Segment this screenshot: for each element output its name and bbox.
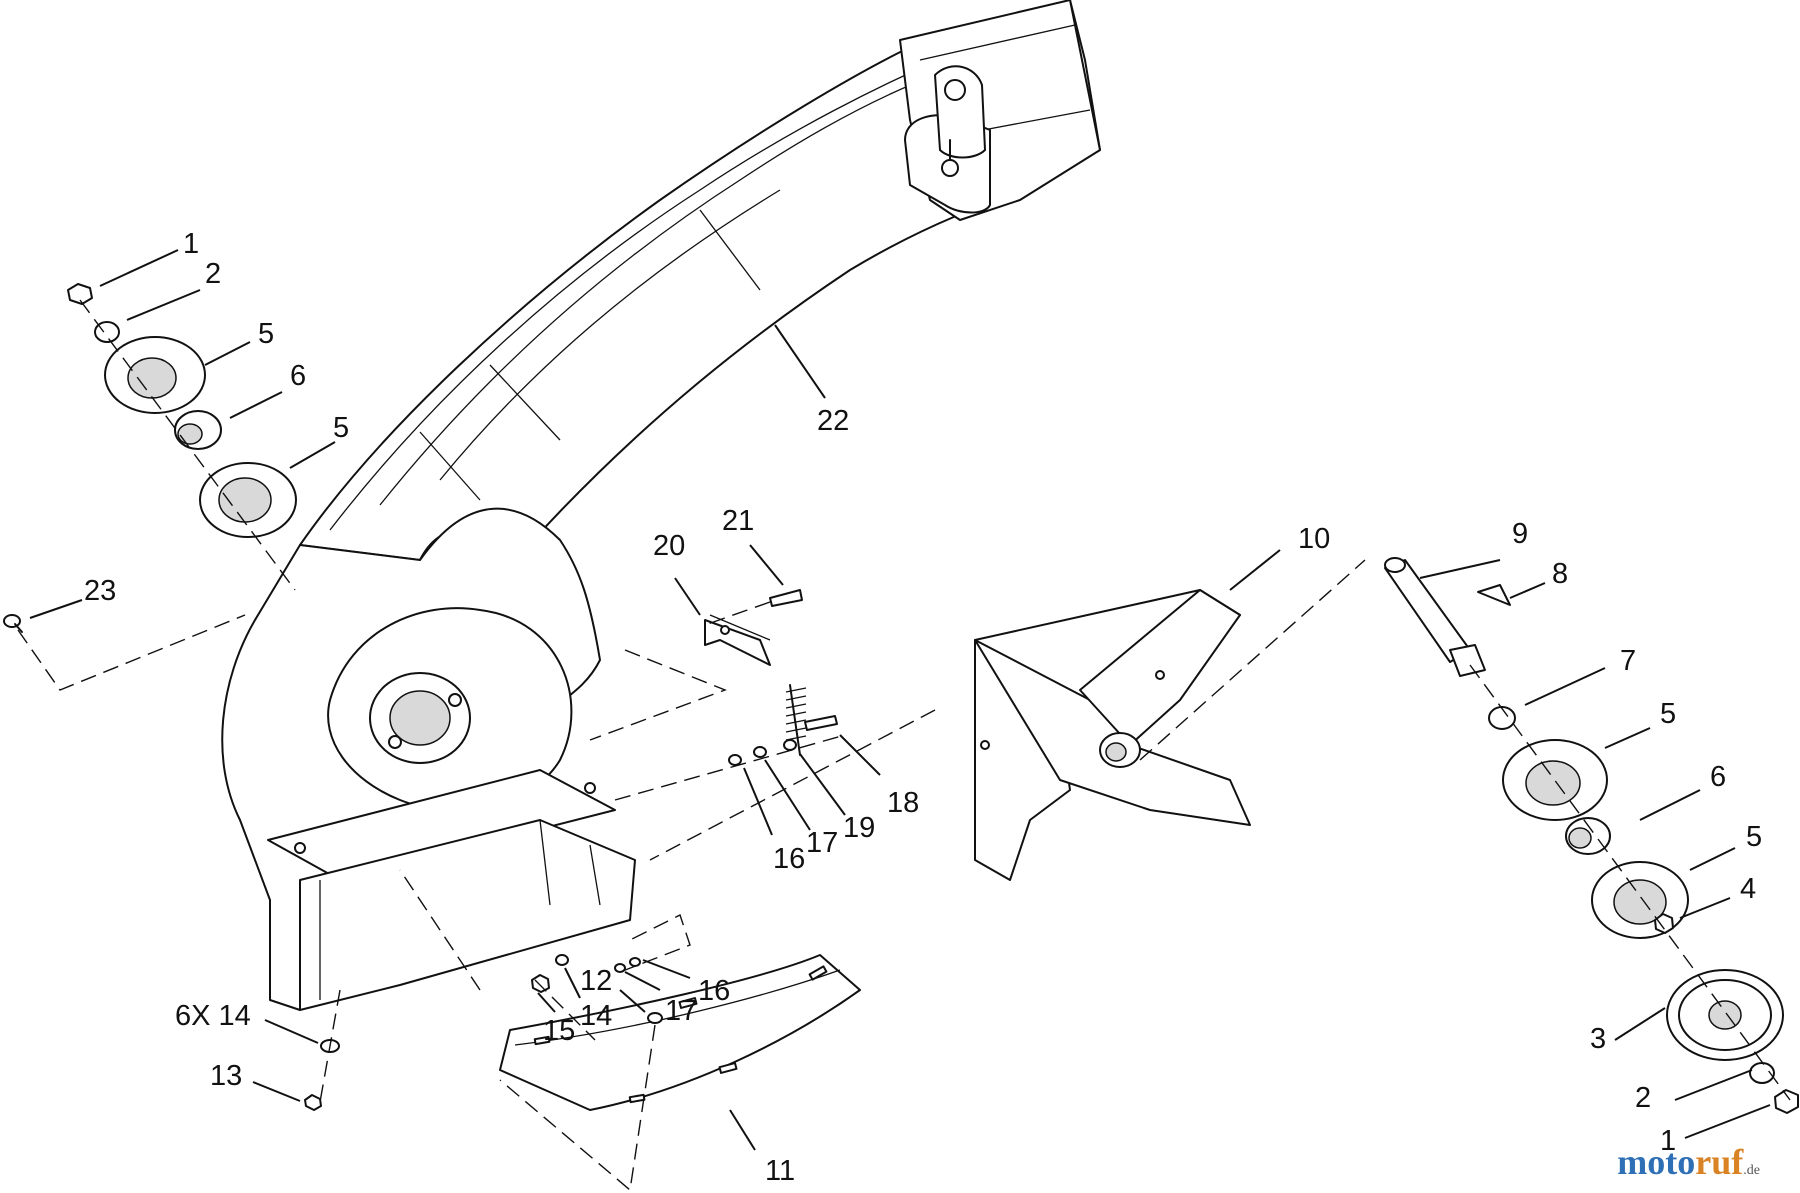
leader-12	[619, 989, 646, 1013]
callout-5a-left: 5	[258, 318, 274, 350]
leader-6-left	[229, 391, 283, 419]
callout-10: 10	[1298, 523, 1330, 555]
callout-17-lower: 17	[665, 995, 697, 1027]
callout-22: 22	[817, 405, 849, 437]
leader-18	[839, 734, 881, 776]
callout-14-lower: 14	[580, 1000, 612, 1032]
callout-5b-right: 5	[1746, 821, 1762, 853]
callout-9: 9	[1512, 518, 1528, 550]
callout-18: 18	[887, 787, 919, 819]
callout-4: 4	[1740, 873, 1756, 905]
leader-15	[537, 992, 556, 1013]
leader-17-center	[764, 759, 811, 831]
leader-9	[1419, 559, 1501, 579]
leader-11	[729, 1109, 756, 1151]
callout-6-left: 6	[290, 360, 306, 392]
leader-10	[1229, 549, 1281, 591]
leader-5a-right	[1604, 727, 1651, 749]
leader-5b-right	[1689, 847, 1736, 871]
leader-5b-left	[289, 441, 336, 469]
leader-2-right	[1674, 1069, 1753, 1101]
leader-7	[1524, 667, 1606, 706]
callout-12: 12	[580, 965, 612, 997]
callout-5a-right: 5	[1660, 698, 1676, 730]
leader-4	[1679, 897, 1731, 919]
callout-8: 8	[1552, 558, 1568, 590]
callout-16-center: 16	[773, 843, 805, 875]
right-bearing-stack	[1384, 557, 1799, 1114]
leader-22	[774, 324, 826, 399]
bracket-20	[589, 589, 803, 741]
leader-21	[749, 544, 784, 586]
callout-1-right: 1	[1660, 1125, 1676, 1157]
leader-1-right	[1684, 1104, 1771, 1139]
leader-23	[29, 599, 83, 619]
callout-17-center: 17	[806, 827, 838, 859]
callout-21: 21	[722, 505, 754, 537]
watermark-brand-b: ruf	[1695, 1142, 1744, 1182]
leader-lines	[29, 249, 1771, 1151]
callout-2-right: 2	[1635, 1082, 1651, 1114]
callout-labels: 1 2 5 6 5 23 22 20 21 16 17 19 18 10 9 8…	[84, 228, 1762, 1187]
callout-19: 19	[843, 812, 875, 844]
callout-13: 13	[210, 1060, 242, 1092]
callout-6x14: 6X 14	[175, 1000, 251, 1032]
leader-17-lower	[624, 971, 661, 991]
leader-6x14	[264, 1019, 319, 1044]
callout-16-lower: 16	[698, 975, 730, 1007]
leader-2-left	[126, 289, 201, 321]
callout-23: 23	[84, 575, 116, 607]
callout-5b-left: 5	[333, 412, 349, 444]
callout-6-right: 6	[1710, 761, 1726, 793]
leader-3	[1614, 1007, 1666, 1041]
leader-13	[252, 1081, 301, 1102]
watermark-logo: motoruf.de	[1617, 1141, 1760, 1183]
callout-20: 20	[653, 530, 685, 562]
watermark-suffix: .de	[1743, 1163, 1760, 1178]
callout-2-left: 2	[205, 258, 221, 290]
leader-5a-left	[204, 341, 251, 366]
leader-16-lower	[642, 959, 691, 979]
callout-3: 3	[1590, 1023, 1606, 1055]
watermark-brand-a: moto	[1617, 1142, 1696, 1182]
leader-1-left	[99, 249, 179, 287]
callout-15: 15	[543, 1015, 575, 1047]
callout-7: 7	[1620, 645, 1636, 677]
leader-8	[1509, 582, 1546, 599]
leader-6-right	[1639, 789, 1701, 821]
bolt-23	[3, 614, 246, 691]
leader-16-center	[743, 767, 773, 836]
skid-plate	[304, 869, 861, 1192]
left-bearing-stack	[67, 283, 297, 591]
callout-11: 11	[765, 1155, 795, 1187]
spring-assembly	[614, 684, 846, 801]
leader-19	[799, 753, 846, 816]
callout-1-left: 1	[183, 228, 199, 260]
scraper-bar	[649, 559, 1366, 881]
impeller-housing	[221, 507, 636, 1011]
leader-14-lower	[564, 967, 581, 999]
leader-20	[674, 577, 701, 616]
discharge-chute	[299, 0, 1101, 561]
